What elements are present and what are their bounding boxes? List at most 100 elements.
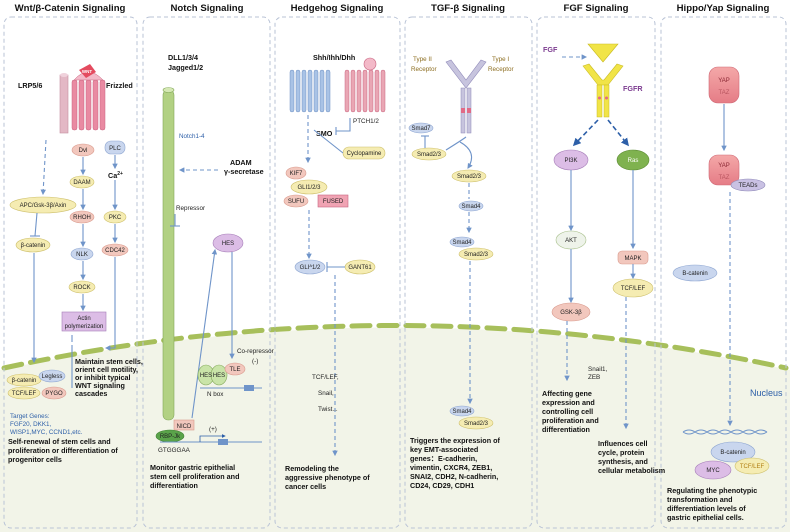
svg-text:cycle, protein: cycle, protein (598, 448, 644, 457)
apc-complex-node (9, 196, 77, 214)
cyclopamine-label: Cyclopamine (347, 151, 382, 157)
plc-label: PLC (109, 146, 121, 152)
svg-text:controlling cell: controlling cell (542, 407, 593, 416)
cdc42-label: CDC42 (105, 248, 125, 254)
smad7-node (408, 122, 434, 134)
gant61-label: GANT61 (348, 265, 372, 271)
svg-text:WNT signaling: WNT signaling (75, 381, 125, 390)
svg-text:Triggers the expression of: Triggers the expression of (410, 436, 500, 445)
smad4-label-2: Smad4 (452, 240, 472, 246)
type1-label-2: Receptor (488, 66, 514, 73)
zeb-label: ZEB (588, 374, 600, 381)
svg-text:gastric epithelial cells.: gastric epithelial cells. (667, 513, 744, 522)
fgf-outcome-text-2: Influences cell cycle, protein synthesis… (598, 439, 665, 475)
hippo-tcf-lef-node (734, 457, 770, 475)
panel-frames (3, 16, 787, 529)
notch-panel-title: Notch Signaling (170, 3, 243, 14)
cyto-b-catenin-label: B-catenin (682, 271, 707, 277)
hippo-outcome-text: Regulating the phenotypic transformation… (667, 486, 757, 522)
wnt-outcome-text: Self-renewal of stem cells and prolifera… (8, 437, 118, 464)
wnt-tcf-lef-node (7, 386, 41, 400)
svg-text:Self-renewal of stem cells and: Self-renewal of stem cells and (8, 437, 111, 446)
gsk3b-label: GSK-3β (560, 310, 582, 316)
nlk-node (70, 247, 94, 261)
svg-text:stem cell proliferation and: stem cell proliferation and (150, 472, 239, 481)
pkc-node (103, 210, 127, 224)
gli123-label: GLI1/2/3 (297, 185, 321, 191)
svg-text:Influences cell: Influences cell (598, 439, 648, 448)
svg-text:Maintain stem cells,: Maintain stem cells, (75, 357, 143, 366)
snail1-label: Snail1, (588, 366, 608, 373)
myc-label: MYC (706, 468, 720, 474)
gli123-node (290, 179, 328, 195)
hes-node (212, 233, 244, 253)
calcium-label: Ca2+ (108, 171, 123, 180)
smad23-node-3 (458, 247, 494, 261)
rock-node (68, 280, 96, 294)
nuclear-beta-catenin-node (6, 373, 42, 387)
smad4-node-1 (458, 200, 484, 212)
ras-label: Ras (628, 158, 639, 164)
nuclear-b-catenin-node (710, 441, 756, 463)
kif7-node (285, 166, 307, 180)
yap-label: YAP (718, 78, 730, 84)
dvl-node (71, 143, 95, 157)
rock-label: ROCK (73, 285, 90, 291)
beta-catenin-node (15, 237, 51, 253)
hippo-tcf-lef-label: TCF/LEF (740, 464, 765, 470)
legless-label: Legless (42, 374, 63, 380)
fgf-tcf-lef-node (612, 278, 654, 298)
hedgehog-panel-title: Hedgehog Signaling (291, 3, 384, 14)
svg-text:CD24, CD29, CDH1: CD24, CD29, CDH1 (410, 481, 474, 490)
svg-text:differentiation: differentiation (542, 425, 590, 434)
frizzled-label: Frizzled (106, 81, 133, 90)
sufu-label: SUFU (288, 199, 304, 205)
gli-active-node (294, 259, 326, 275)
tgf-receptor (445, 59, 487, 134)
hes-label: HES (222, 241, 234, 247)
nuclear-membrane (1, 323, 789, 371)
nicd-label: NICD (177, 424, 192, 430)
svg-text:Target Genes:: Target Genes: (10, 413, 50, 420)
svg-text:HES: HES (200, 373, 212, 379)
secretase-label: γ-secretase (224, 167, 264, 176)
legless-node (38, 369, 66, 383)
fgf-ligand-label: FGF (543, 45, 558, 54)
akt-label: AKT (565, 238, 577, 244)
lrp-label: LRP5/6 (18, 81, 42, 90)
type2-label-1: Type II (413, 56, 432, 63)
svg-text:transformation and: transformation and (667, 495, 733, 504)
rhoh-label: RHOH (73, 215, 91, 221)
fgfr-label: FGFR (623, 84, 643, 93)
pygo-node (41, 386, 67, 400)
svg-text:Monitor gastric epithelial: Monitor gastric epithelial (150, 463, 235, 472)
svg-text:proliferation or differentiati: proliferation or differentiation of (8, 446, 118, 455)
smad23-node-2 (451, 169, 487, 183)
wnt-maintain-text: Maintain stem cells, orient cell motilit… (75, 357, 143, 398)
fgf-outcome-text-1: Affecting gene expression and controllin… (542, 389, 599, 434)
fused-node (317, 194, 349, 208)
rhoh-node (69, 210, 95, 224)
wnt-ligand-label: WNT (82, 69, 92, 74)
svg-text:progenitor cells: progenitor cells (8, 455, 62, 464)
notch14-label: Notch1-4 (179, 133, 205, 140)
daam-node (69, 175, 95, 189)
hippo-panel-title: Hippo/Yap Signaling (677, 3, 770, 14)
daam-label: DAAM (73, 180, 90, 186)
svg-text:cancer cells: cancer cells (285, 482, 326, 491)
type1-label-1: Type I (492, 56, 509, 63)
notch-receptor (162, 87, 175, 421)
notch-ligand-label-1: DLL1/3/4 (168, 53, 198, 62)
nuclear-beta-catenin-label: β-catenin (12, 378, 37, 384)
corepressor-label: Co-repressor (237, 348, 274, 355)
svg-text:Remodeling the: Remodeling the (285, 464, 339, 473)
fgf-tcf-lef-label: TCF/LEF (621, 286, 646, 292)
svg-text:expression and: expression and (542, 398, 595, 407)
pkc-label: PKC (109, 215, 122, 221)
smad4-label-1: Smad4 (461, 204, 481, 210)
svg-text:differentiation levels of: differentiation levels of (667, 504, 746, 513)
svg-text:aggressive phenotype of: aggressive phenotype of (285, 473, 370, 482)
nuclear-b-catenin-label: B-catenin (720, 450, 745, 456)
dvl-label: Dvl (79, 148, 88, 154)
